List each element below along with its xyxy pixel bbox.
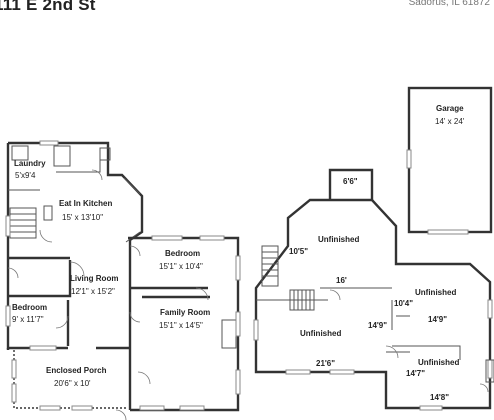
dim-10-5: 10'5" (289, 247, 308, 256)
bay-dims: 6'6" (343, 177, 358, 186)
washer-icon (11, 145, 29, 161)
property-city: Sadorus, IL 61872 (408, 0, 490, 8)
garage-label: Garage (436, 104, 464, 113)
dim-21-6: 21'6" (316, 359, 335, 368)
kitchen-dims: 15' x 13'10" (62, 213, 103, 222)
dim-14-7: 14'7" (406, 369, 425, 378)
dim-14-9-b: 14'9" (368, 321, 387, 330)
fridge-icon (99, 147, 111, 161)
bedroom-lower-label: Bedroom (12, 303, 47, 312)
stove-icon (43, 205, 53, 221)
dim-14-8: 14'8" (430, 393, 449, 402)
kitchen-label: Eat In Kitchen (59, 199, 112, 208)
kitchen-stairs (9, 207, 37, 239)
bedroom-upper-dims: 15'1" x 10'4" (159, 262, 203, 271)
living-room-label: Living Room (70, 274, 118, 283)
garage-plan (406, 86, 493, 235)
bedroom-upper-label: Bedroom (165, 249, 200, 258)
property-address: 111 E 2nd St (0, 0, 96, 14)
living-room-dims: 12'1" x 15'2" (71, 287, 115, 296)
fireplace-icon (221, 319, 237, 349)
unfinished-main-label: Unfinished (300, 329, 341, 338)
dim-10-4: 10'4" (394, 299, 413, 308)
laundry-dims: 5'x9'4 (15, 171, 36, 180)
dim-14-9-a: 14'9" (428, 315, 447, 324)
lower-stairs (261, 245, 315, 311)
dim-16: 16' (336, 276, 347, 285)
lower-level-plan (253, 168, 494, 411)
unfinished-right-top-label: Unfinished (415, 288, 456, 297)
family-room-dims: 15'1" x 14'5" (159, 321, 203, 330)
porch-label: Enclosed Porch (46, 366, 107, 375)
appliance-icon (53, 145, 71, 167)
laundry-label: Laundry (14, 159, 46, 168)
family-room-label: Family Room (160, 308, 210, 317)
unfinished-top-label: Unfinished (318, 235, 359, 244)
bedroom-lower-dims: 9' x 11'7" (12, 315, 44, 324)
porch-dims: 20'6" x 10' (54, 379, 91, 388)
garage-dims: 14' x 24' (435, 117, 465, 126)
main-floor-plan (5, 140, 241, 420)
unfinished-right-bottom-label: Unfinished (418, 358, 459, 367)
